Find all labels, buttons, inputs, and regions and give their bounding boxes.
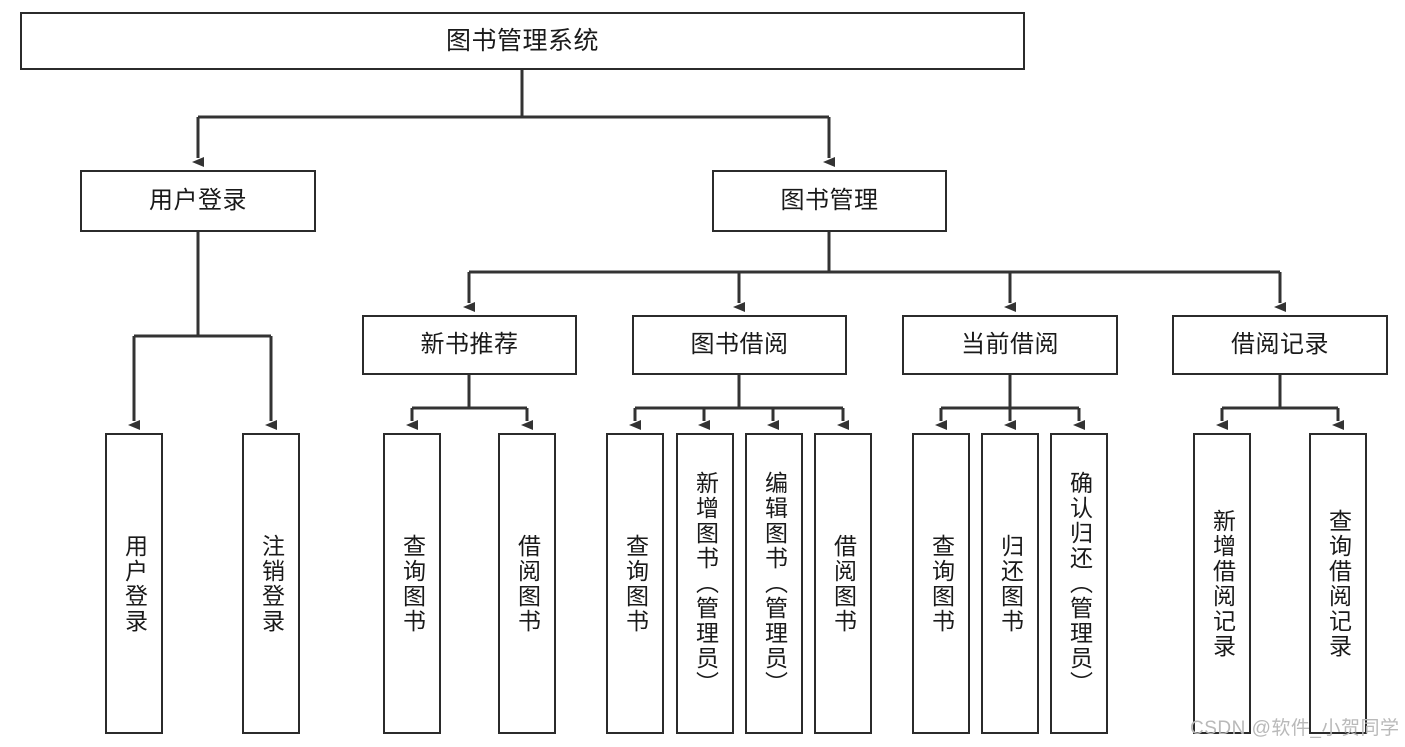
node-borrow-records[interactable]: 借阅记录	[1172, 315, 1388, 375]
node-label: 借阅图书	[514, 533, 541, 634]
node-new-book-recommend[interactable]: 新书推荐	[362, 315, 577, 375]
leaf-recommend-borrow-book[interactable]: 借阅图书	[498, 433, 556, 734]
node-label: 新书推荐	[420, 330, 519, 358]
node-label: 查询借阅记录	[1325, 508, 1352, 659]
leaf-borrow-query-book[interactable]: 查询图书	[606, 433, 664, 734]
leaf-records-query-record[interactable]: 查询借阅记录	[1309, 433, 1367, 734]
leaf-user-login[interactable]: 用户登录	[105, 433, 163, 734]
leaf-borrow-edit-book-admin[interactable]: 编辑图书（管理员）	[745, 433, 803, 734]
node-label: 注销登录	[258, 533, 285, 634]
node-label: 新增图书（管理员）	[692, 471, 719, 696]
node-label: 查询图书	[622, 533, 649, 634]
node-book-borrow[interactable]: 图书借阅	[632, 315, 847, 375]
node-label: 查询图书	[928, 533, 955, 634]
watermark: CSDN @软件_小贺同学	[1190, 718, 1400, 739]
node-label: 图书借阅	[690, 330, 789, 358]
node-label: 编辑图书（管理员）	[761, 471, 788, 696]
leaf-records-add-record[interactable]: 新增借阅记录	[1193, 433, 1251, 734]
node-label: 借阅图书	[830, 533, 857, 634]
leaf-recommend-query-book[interactable]: 查询图书	[383, 433, 441, 734]
leaf-current-confirm-return-admin[interactable]: 确认归还（管理员）	[1050, 433, 1108, 734]
node-label: 借阅记录	[1231, 330, 1329, 358]
node-label: 确认归还（管理员）	[1066, 471, 1093, 696]
leaf-borrow-borrow-book[interactable]: 借阅图书	[814, 433, 872, 734]
node-label: 图书管理系统	[445, 27, 599, 55]
node-label: 当前借阅	[961, 330, 1059, 358]
node-root-book-management-system[interactable]: 图书管理系统	[20, 12, 1025, 70]
leaf-current-query-book[interactable]: 查询图书	[912, 433, 970, 734]
node-label: 用户登录	[149, 186, 247, 214]
node-book-management[interactable]: 图书管理	[712, 170, 947, 232]
node-user-login[interactable]: 用户登录	[80, 170, 316, 232]
node-label: 新增借阅记录	[1209, 508, 1236, 659]
leaf-current-return-book[interactable]: 归还图书	[981, 433, 1039, 734]
leaf-logout-login[interactable]: 注销登录	[242, 433, 300, 734]
node-current-borrow[interactable]: 当前借阅	[902, 315, 1118, 375]
node-label: 图书管理	[780, 186, 879, 214]
node-label: 用户登录	[121, 533, 148, 634]
node-label: 归还图书	[997, 533, 1024, 634]
node-label: 查询图书	[399, 533, 426, 634]
leaf-borrow-add-book-admin[interactable]: 新增图书（管理员）	[676, 433, 734, 734]
